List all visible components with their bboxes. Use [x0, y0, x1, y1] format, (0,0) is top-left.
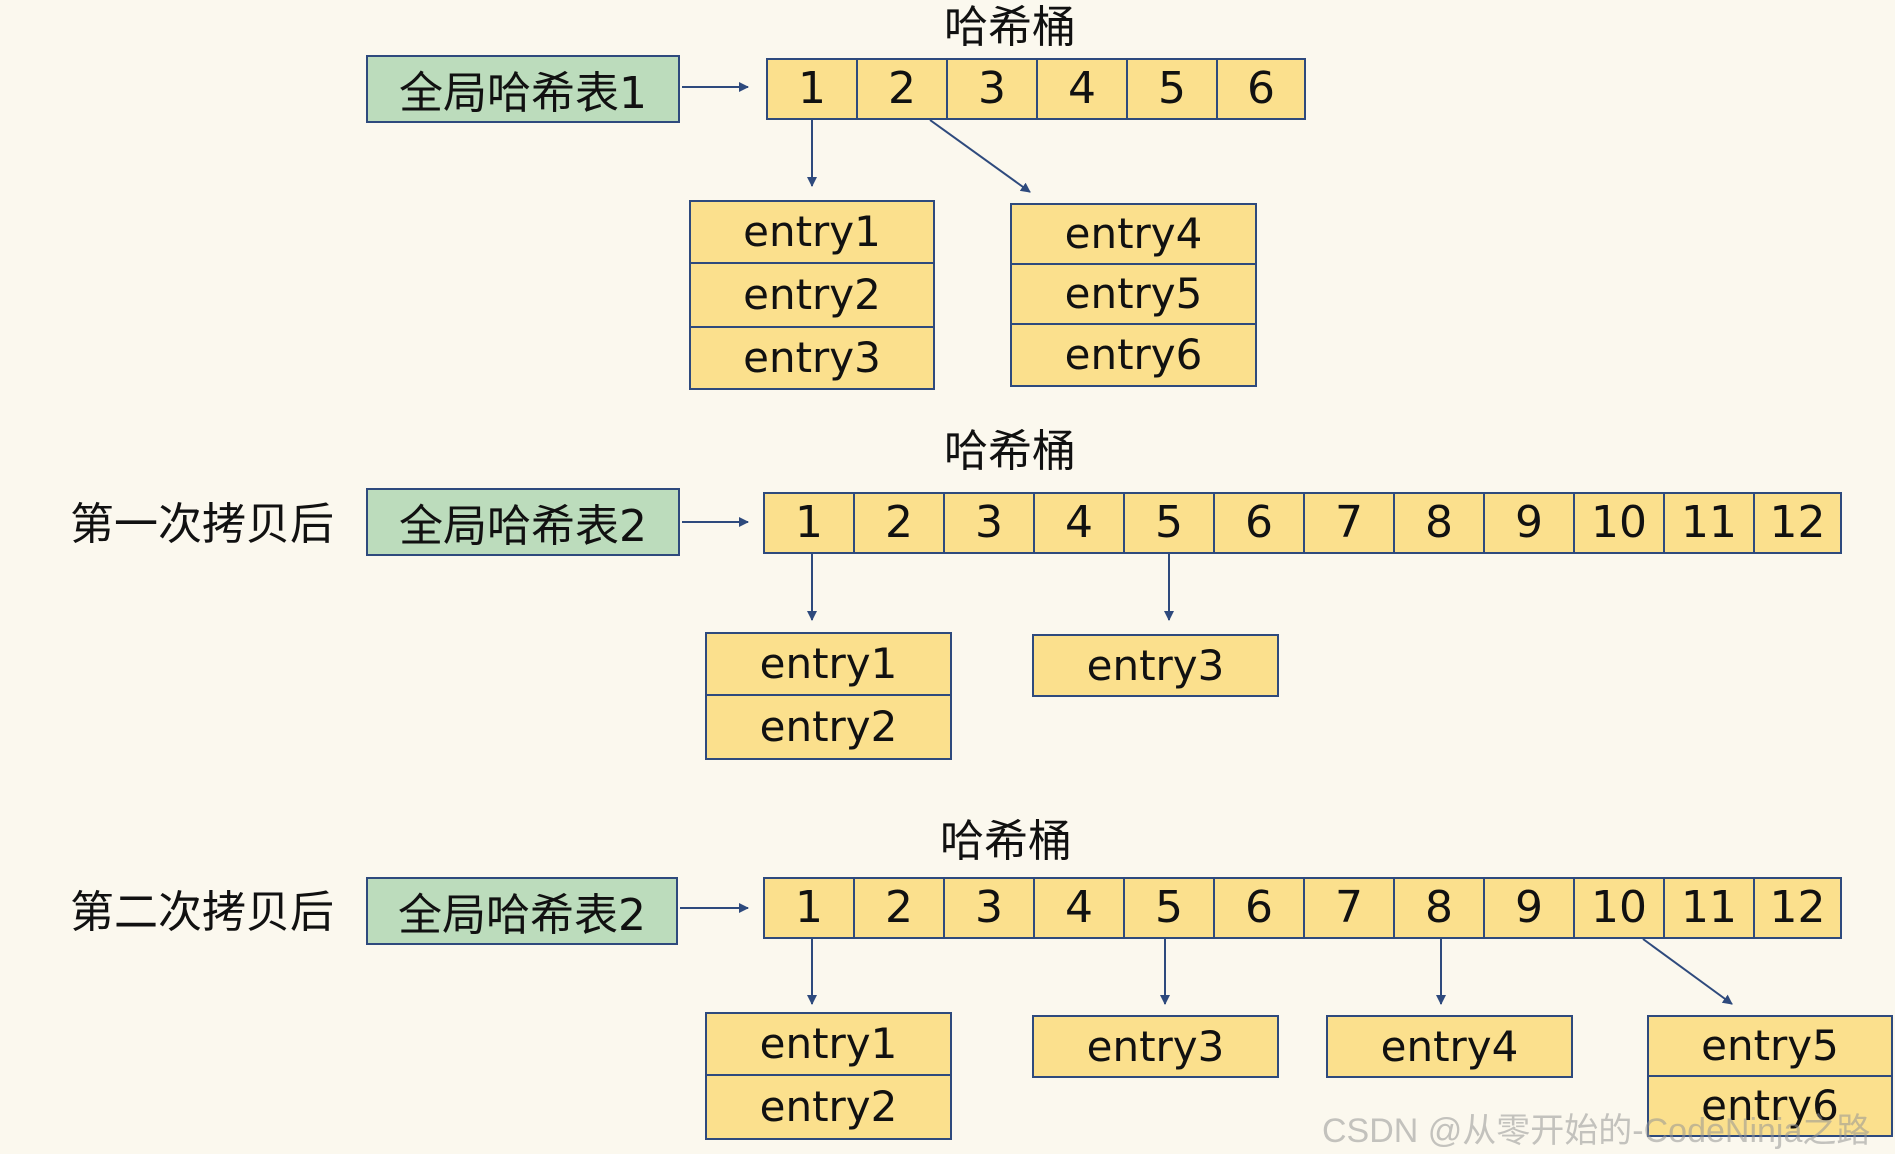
bucket-cell: 1 [763, 877, 855, 939]
bucket-header-1: 哈希桶 [944, 2, 1076, 53]
bucket-cell: 6 [1216, 58, 1306, 120]
bucket-cell: 7 [1303, 877, 1395, 939]
entry-box: entry4 [1326, 1015, 1573, 1078]
bucket-cell: 9 [1483, 877, 1575, 939]
first-copy-label: 第一次拷贝后 [70, 499, 334, 550]
bucket-cell: 7 [1303, 492, 1395, 554]
bucket-cell: 9 [1483, 492, 1575, 554]
bucket-cell: 10 [1573, 877, 1665, 939]
bucket-cell: 3 [943, 877, 1035, 939]
entry-box: entry5 [1010, 263, 1257, 325]
bucket-cell: 6 [1213, 877, 1305, 939]
entry-box: entry6 [1010, 323, 1257, 387]
entry-box: entry1 [705, 632, 952, 696]
bucket-cell: 3 [943, 492, 1035, 554]
bucket-cell: 12 [1753, 877, 1842, 939]
bucket-to-entry-arrow [1642, 938, 1733, 1005]
entry-box: entry3 [1032, 634, 1279, 697]
bucket-cell: 3 [946, 58, 1038, 120]
bucket-header-2: 哈希桶 [944, 426, 1076, 477]
bucket-cell: 4 [1033, 877, 1125, 939]
bucket-cell: 2 [856, 58, 948, 120]
global-hash-table-2: 全局哈希表2 [366, 488, 680, 556]
bucket-cell: 8 [1393, 492, 1485, 554]
bucket-to-entry-arrow [929, 119, 1031, 193]
second-copy-label: 第二次拷贝后 [70, 887, 334, 938]
bucket-cell: 12 [1753, 492, 1842, 554]
entry-box: entry5 [1647, 1015, 1893, 1077]
entry-box: entry2 [705, 1074, 952, 1140]
bucket-cell: 1 [766, 58, 858, 120]
bucket-cell: 5 [1123, 492, 1215, 554]
bucket-cell: 8 [1393, 877, 1485, 939]
bucket-cell: 2 [853, 877, 945, 939]
entry-box: entry1 [705, 1012, 952, 1076]
global-hash-table-1: 全局哈希表1 [366, 55, 680, 123]
entry-box: entry2 [705, 694, 952, 760]
bucket-cell: 1 [763, 492, 855, 554]
bucket-cell: 11 [1663, 877, 1755, 939]
bucket-cell: 10 [1573, 492, 1665, 554]
global-hash-table-2-second: 全局哈希表2 [366, 877, 678, 945]
bucket-cell: 4 [1036, 58, 1128, 120]
bucket-cell: 4 [1033, 492, 1125, 554]
bucket-cell: 5 [1126, 58, 1218, 120]
entry-box: entry3 [689, 326, 935, 390]
bucket-cell: 5 [1123, 877, 1215, 939]
entry-box: entry1 [689, 200, 935, 264]
bucket-header-3: 哈希桶 [940, 816, 1072, 867]
entry-box: entry3 [1032, 1015, 1279, 1078]
entry-box: entry4 [1010, 203, 1257, 265]
bucket-cell: 11 [1663, 492, 1755, 554]
entry-box: entry2 [689, 262, 935, 328]
entry-box: entry6 [1647, 1075, 1893, 1137]
bucket-cell: 2 [853, 492, 945, 554]
bucket-cell: 6 [1213, 492, 1305, 554]
watermark: CSDN @从零开始的-CodeNinja之路 [1322, 1112, 1871, 1150]
